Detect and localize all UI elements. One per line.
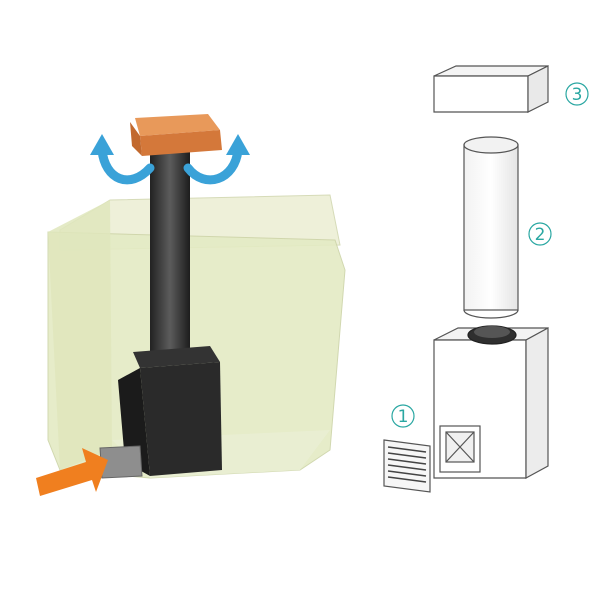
exploded-components	[383, 65, 549, 493]
callout-3-label: 3	[572, 85, 583, 105]
duct-tube	[463, 136, 519, 319]
roof-hood	[433, 65, 549, 113]
chimney-cap-side	[130, 122, 142, 156]
chimney-pipe	[150, 150, 190, 355]
callout-2-label: 2	[535, 225, 546, 245]
stove-front	[140, 362, 222, 476]
room-box-side	[48, 200, 112, 470]
curved-arrow-up-icon	[97, 145, 243, 185]
louvre-grille	[383, 439, 431, 493]
arrow-right-icon	[36, 448, 108, 496]
chimney-cap-front	[140, 130, 222, 156]
ventilation-unit	[433, 325, 549, 480]
arrowhead-icons	[90, 134, 250, 155]
chimney-cap-top	[135, 114, 220, 136]
callout-3: 3	[565, 82, 589, 106]
stove-top	[133, 346, 220, 368]
callout-2: 2	[528, 222, 552, 246]
callout-1: 1	[391, 404, 415, 428]
room-illustration	[36, 114, 346, 496]
callout-1-label: 1	[398, 407, 409, 427]
